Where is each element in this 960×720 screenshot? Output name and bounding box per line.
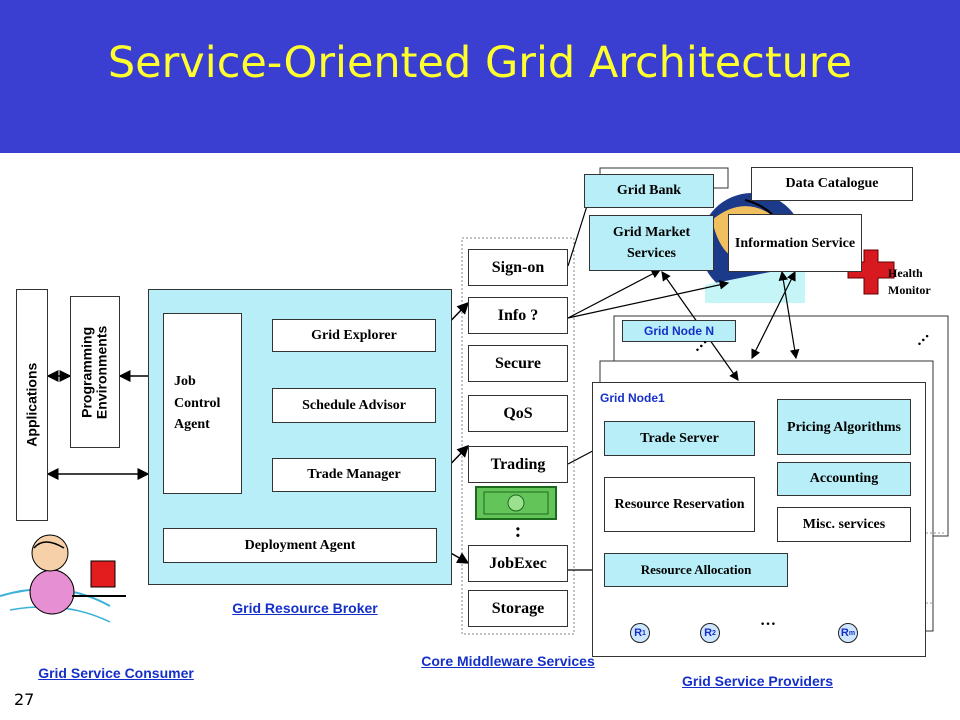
schedule-advisor-box: Schedule Advisor [272,388,436,423]
middleware-more-dots: : [514,520,522,542]
misc-services-box: Misc. services [777,507,911,542]
page-number: 27 [14,690,35,709]
grid-resource-broker-caption: Grid Resource Broker [232,600,378,616]
data-catalogue-box: Data Catalogue [751,167,913,201]
info-service: Info ? [468,297,568,334]
resource-allocation-box: Resource Allocation [604,553,788,587]
resource-node-ellipsis: … [760,612,776,629]
jobexec-service: JobExec [468,545,568,582]
schedule-advisor-label: Schedule Advisor [302,397,406,413]
money-icon [475,486,557,520]
resource-reservation-box: Resource Reservation [604,477,755,532]
job-control-agent-box: Job Control Agent [163,313,242,494]
grid-explorer-label: Grid Explorer [311,327,397,343]
grid-market-services-box: Grid Market Services [589,215,714,271]
accounting-box: Accounting [777,462,911,496]
information-service-box: Information Service [728,214,862,272]
user-at-computer-icon [0,534,126,623]
programming-environments-box: Programming Environments [70,296,120,448]
grid-service-consumer-caption: Grid Service Consumer [38,665,194,681]
secure-service: Secure [468,345,568,382]
title-banner [0,0,960,153]
deployment-agent-label: Deployment Agent [244,537,356,553]
trade-manager-label: Trade Manager [307,467,401,483]
applications-box: Applications [16,289,48,521]
storage-service: Storage [468,590,568,627]
page-title: Service-Oriented Grid Architecture [107,38,853,88]
health-monitor-icon [847,249,895,295]
programming-environments-label: Programming Environments [78,325,111,419]
grid-node-n-label: Grid Node N [622,320,736,342]
resource-node-2-label: R [704,627,713,639]
trade-server-box: Trade Server [604,421,755,456]
trading-service: Trading [468,446,568,483]
trade-manager-box: Trade Manager [272,458,436,492]
core-middleware-caption: Core Middleware Services [421,653,595,669]
resource-node-m-label: R [840,627,849,639]
sign-on-service: Sign-on [468,249,568,286]
resource-node-2-sub: 2 [712,629,716,637]
grid-node-1-label: Grid Node1 [600,391,665,405]
health-monitor-label: Health Monitor [888,266,931,298]
grid-explorer-box: Grid Explorer [272,319,436,352]
resource-node-m-sub: m [848,629,856,637]
job-control-agent-label: Job Control Agent [174,373,221,433]
deployment-agent-box: Deployment Agent [163,528,437,563]
grid-bank-box: Grid Bank [584,174,714,208]
qos-service: QoS [468,395,568,432]
pricing-algorithms-box: Pricing Algorithms [777,399,911,455]
applications-label: Applications [23,362,40,447]
resource-node-1-sub: 1 [642,629,646,637]
resource-node-1-label: R [634,627,643,639]
grid-service-providers-caption: Grid Service Providers [682,673,833,689]
